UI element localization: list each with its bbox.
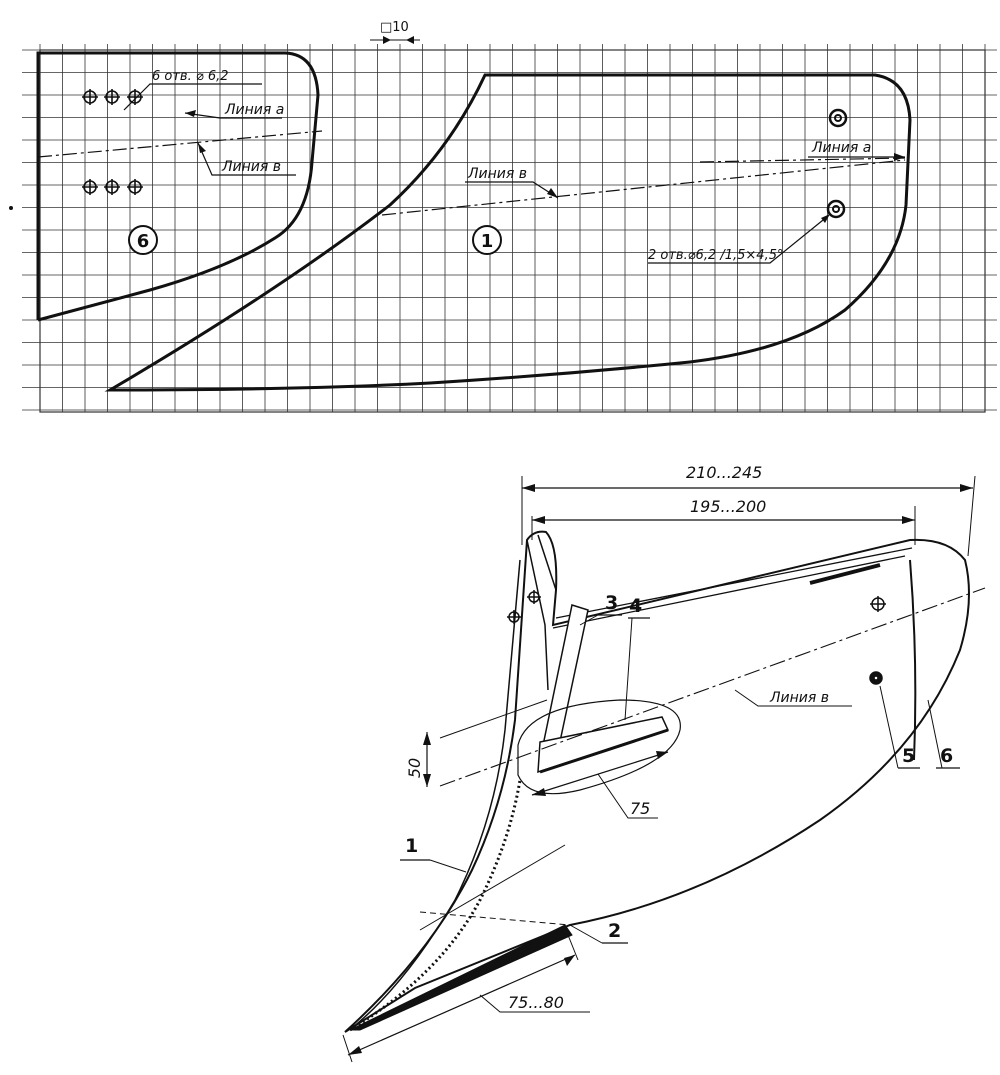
cutting-edge xyxy=(349,779,522,1032)
line-a-left-callout: Линия а xyxy=(184,102,284,119)
dim-height-label: 50 xyxy=(405,758,424,778)
callout-1: 1 xyxy=(400,835,467,873)
blade-strip xyxy=(349,924,573,1031)
line-a-left xyxy=(37,130,323,158)
line-b-center-label: Линия в xyxy=(467,166,527,182)
grid-scale-label: □10 xyxy=(380,20,409,35)
holes2-label: 2 отв.⌀6,2 /1,5×4,5° xyxy=(648,248,783,263)
callout-4: 4 xyxy=(624,595,650,721)
line-b xyxy=(439,587,986,787)
part1-holes xyxy=(826,108,848,219)
part6-number: 6 xyxy=(128,225,158,255)
line-b-left-label: Линия в xyxy=(221,159,281,175)
line-b-label: Линия в xyxy=(769,690,829,706)
dim-overall: 210...245 xyxy=(521,463,976,557)
detail-ellipse xyxy=(517,699,681,795)
part1-outline xyxy=(104,73,912,392)
line-a-left-label: Линия а xyxy=(224,102,284,118)
svg-text:1: 1 xyxy=(405,835,418,857)
callout-6: 6 xyxy=(927,699,960,769)
holes6-callout: 6 отв. ⌀ 6,2 xyxy=(123,69,262,111)
blade-reference xyxy=(419,911,571,926)
callout-2: 2 xyxy=(569,920,628,944)
callout-5: 5 xyxy=(879,685,920,769)
svg-text:6: 6 xyxy=(940,745,953,767)
stray-mark xyxy=(9,206,13,210)
share-body xyxy=(344,530,970,1033)
line-b-center-callout: Линия в xyxy=(465,166,559,199)
dim-height: 50 xyxy=(405,732,431,787)
svg-text:5: 5 xyxy=(902,745,915,767)
svg-text:4: 4 xyxy=(629,595,642,617)
line-b-center xyxy=(381,159,906,216)
svg-text:6: 6 xyxy=(137,231,150,252)
dim-blade-label: 75...80 xyxy=(508,993,564,1012)
stand-back xyxy=(351,559,521,1029)
top-edge-shade xyxy=(809,563,881,585)
svg-text:3: 3 xyxy=(605,592,618,614)
template-sheet: □10 6 отв. ⌀ 6,2 Линия а xyxy=(9,20,997,413)
part6-holes xyxy=(82,89,143,195)
line-a-right-label: Линия а xyxy=(811,140,871,156)
wing-edge xyxy=(909,559,917,761)
dim-strip-label: 75 xyxy=(630,799,650,818)
holes2-callout: 2 отв.⌀6,2 /1,5×4,5° xyxy=(648,214,830,264)
dim-blade: 75...80 xyxy=(342,934,590,1063)
grid xyxy=(22,44,997,412)
dim-overall-label: 210...245 xyxy=(686,463,762,482)
callout-3: 3 xyxy=(579,592,622,626)
dim-strip: 75 xyxy=(531,751,669,819)
line-a-right-callout: Линия а xyxy=(808,140,905,161)
assembly-view: 210...245 195...200 xyxy=(342,463,986,1063)
line-a-right xyxy=(699,157,906,163)
assembly-holes xyxy=(507,590,886,685)
dim-body: 195...200 xyxy=(531,497,916,545)
svg-text:2: 2 xyxy=(608,920,621,942)
grid-scale-note: □10 xyxy=(370,20,420,44)
share-diagonal xyxy=(419,844,566,931)
stand-front xyxy=(526,534,557,691)
line-b-left-callout: Линия в xyxy=(197,142,296,176)
dim-body-label: 195...200 xyxy=(690,497,766,516)
top-edge-thickness xyxy=(552,547,913,629)
part1-number: 1 xyxy=(472,225,502,255)
svg-text:1: 1 xyxy=(481,231,494,252)
holes6-label: 6 отв. ⌀ 6,2 xyxy=(152,69,229,84)
part6-outline xyxy=(36,51,320,322)
line-b-callout: Линия в xyxy=(734,689,852,707)
